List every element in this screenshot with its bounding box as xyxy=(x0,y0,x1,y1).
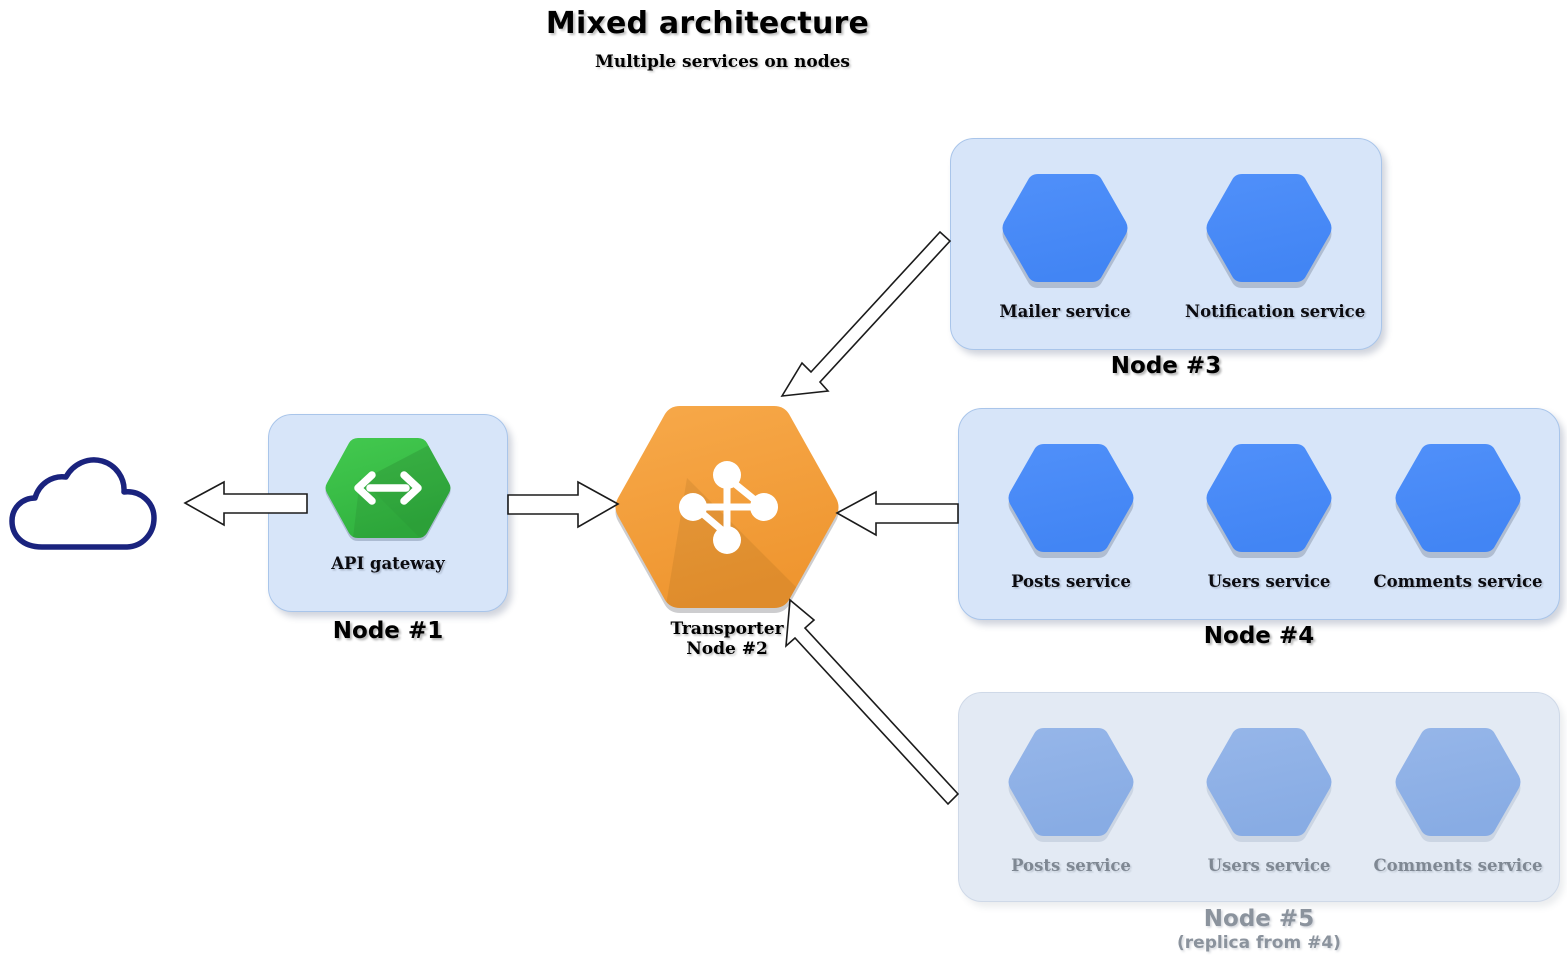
service-users[interactable]: Users service xyxy=(1188,438,1350,591)
node-label-node2: Node #2 xyxy=(686,639,768,660)
hexagon-service-icon xyxy=(1391,438,1525,570)
service-label: Notification service xyxy=(1185,302,1366,321)
transporter-hex-longshadow xyxy=(652,478,839,608)
transporter-title: Transporter xyxy=(670,619,784,639)
service-hex-body xyxy=(1002,174,1128,282)
gateway-code-arrow-glyph xyxy=(354,471,422,505)
service-posts[interactable]: Posts service xyxy=(990,438,1152,591)
hexagon-service-icon xyxy=(1391,722,1525,854)
service-api-gateway[interactable]: API gateway xyxy=(278,432,498,573)
service-mailer[interactable]: Mailer service xyxy=(985,168,1145,321)
service-label: Mailer service xyxy=(999,302,1131,321)
service-label: Posts service xyxy=(1011,572,1131,591)
service-posts-replica[interactable]: Posts service xyxy=(990,722,1152,875)
service-comments-replica[interactable]: Comments service xyxy=(1368,722,1548,875)
node-label-node4: Node #4 xyxy=(1203,623,1315,649)
service-label: Comments service xyxy=(1373,856,1543,875)
node3-to-transporter-arrow[interactable] xyxy=(780,230,952,397)
service-transporter[interactable]: Transporter Node #2 xyxy=(612,400,842,659)
hexagon-service-icon xyxy=(1202,722,1336,854)
api-gateway-icon xyxy=(322,432,454,552)
node-label-node5: Node #5 xyxy=(1203,906,1315,932)
page-title: Mixed architecture xyxy=(545,6,870,41)
service-hex-body xyxy=(1008,728,1134,836)
hexagon-service-icon xyxy=(1202,168,1336,300)
cloud-shape xyxy=(9,457,157,550)
node-label-node3: Node #3 xyxy=(1110,353,1222,379)
node-sublabel-node5: (replica from #4) xyxy=(1177,933,1341,953)
page-subtitle: Multiple services on nodes xyxy=(595,52,850,72)
hexagon-service-icon xyxy=(1004,438,1138,570)
service-notification[interactable]: Notification service xyxy=(1185,168,1366,321)
service-hex-body xyxy=(1206,728,1332,836)
service-hex-body xyxy=(1395,444,1521,552)
service-hex-body xyxy=(1206,444,1332,552)
service-label: Posts service xyxy=(1011,856,1131,875)
hexagon-service-icon xyxy=(1004,722,1138,854)
hexagon-service-icon xyxy=(1202,438,1336,570)
service-label: Comments service xyxy=(1373,572,1543,591)
service-hex-body xyxy=(1206,174,1332,282)
service-hex-body xyxy=(1008,444,1134,552)
service-comments[interactable]: Comments service xyxy=(1368,438,1548,591)
gateway-to-transporter-arrow[interactable] xyxy=(507,480,620,529)
gateway-hex-longshadow xyxy=(342,478,451,538)
service-label: Users service xyxy=(1207,856,1331,875)
transporter-graph-glyph xyxy=(679,461,778,554)
service-users-replica[interactable]: Users service xyxy=(1188,722,1350,875)
node-label-node1: Node #1 xyxy=(332,618,444,644)
hexagon-service-icon xyxy=(998,168,1132,300)
service-label: Users service xyxy=(1207,572,1331,591)
service-hex-body xyxy=(1395,728,1521,836)
node4-to-transporter-arrow[interactable] xyxy=(835,490,959,537)
transporter-network-icon xyxy=(612,400,842,618)
internet-cloud[interactable] xyxy=(6,447,186,571)
service-label: API gateway xyxy=(331,554,445,573)
